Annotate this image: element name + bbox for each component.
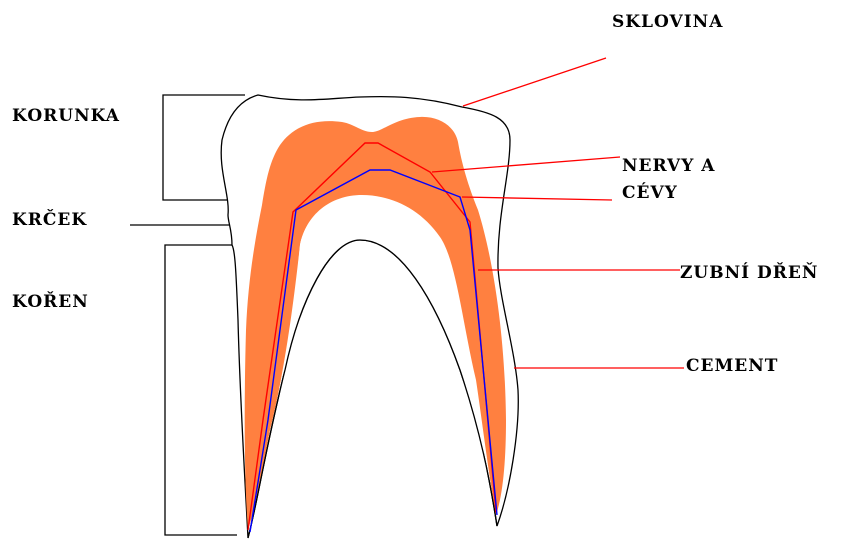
label-krcek: KRČEK <box>12 210 87 230</box>
sklovina-pointer <box>463 58 606 106</box>
label-cement: CEMENT <box>686 356 778 376</box>
label-nervy-a-cevy: NERVY A CÉVY <box>622 153 715 207</box>
koren-bracket <box>165 245 237 535</box>
label-korunka: KORUNKA <box>12 106 120 126</box>
label-nervy-line1: NERVY A <box>622 153 715 180</box>
label-nervy-line2: CÉVY <box>622 180 715 207</box>
label-sklovina: SKLOVINA <box>612 12 723 32</box>
label-zubni-dren: ZUBNÍ DŘEŇ <box>680 263 818 283</box>
pulp <box>245 117 506 530</box>
label-koren: KOŘEN <box>12 292 89 312</box>
